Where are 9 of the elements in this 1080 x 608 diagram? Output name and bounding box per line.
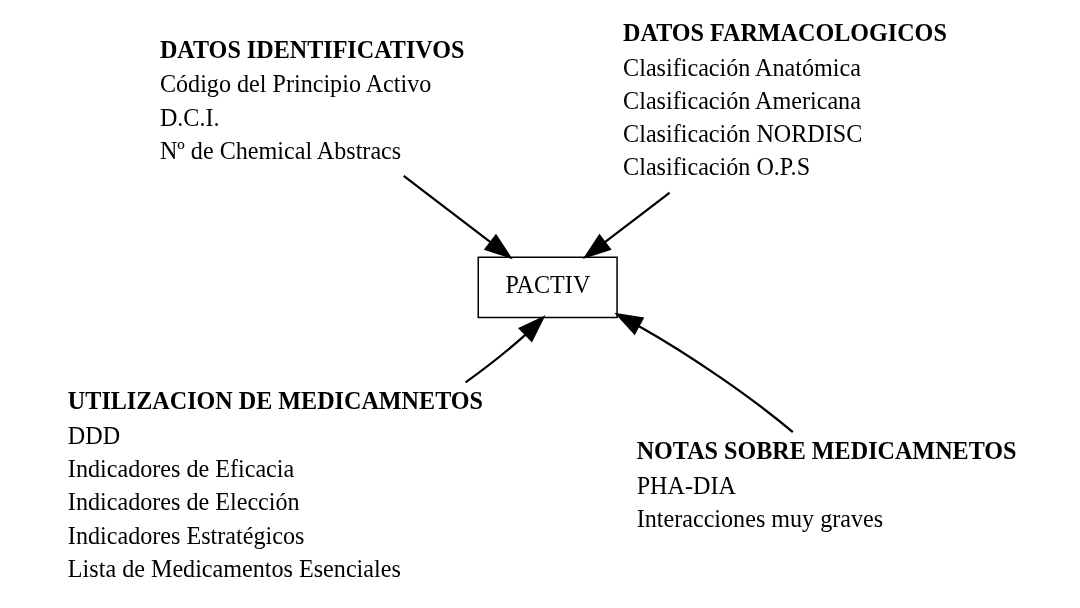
arrow [582, 191, 670, 260]
node-text: DATOS FARMACOLOGICOS Clasificación Anatómica Clasificación Americana Clasificación NORDISC Clasificación O.P.S [622, 19, 947, 181]
arrow [402, 175, 513, 260]
node-text: NOTAS SOBRE MEDICAMNETOS PHA-DIA Interacciones muy graves [636, 437, 1017, 532]
arrow [464, 315, 545, 384]
arrow [613, 312, 794, 433]
node-box: PACTIV [477, 256, 618, 319]
node-text: UTILIZACION DE MEDICAMNETOS DDD Indicadores de Eficacia Indicadores de Elección Indicadores Estratégicos Lista de Medicamentos Esenciales [67, 387, 483, 582]
node-text: DATOS IDENTIFICATIVOS Código del Principio Activo D.C.I. Nº de Chemical Abstracs [159, 35, 464, 164]
